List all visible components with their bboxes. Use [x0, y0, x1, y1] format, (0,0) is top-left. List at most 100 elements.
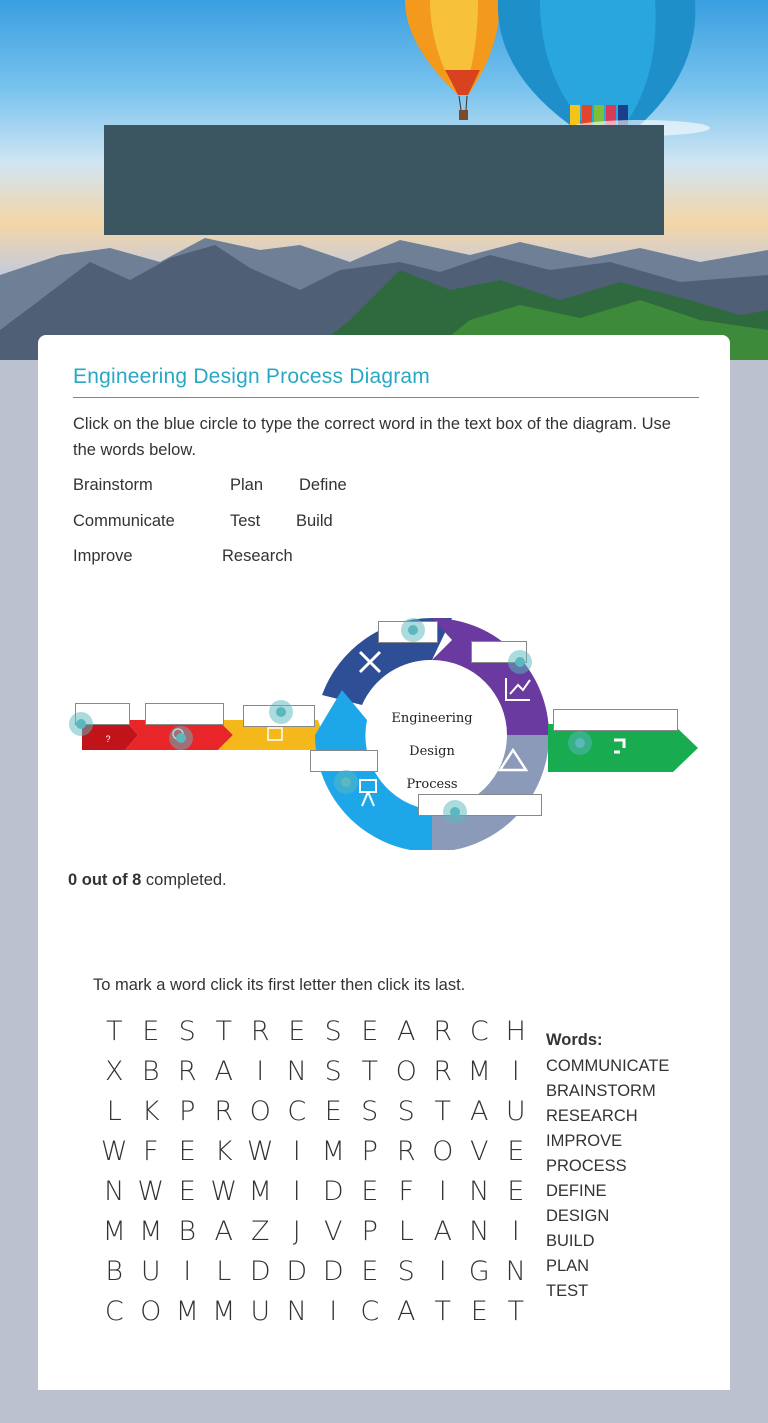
wordsearch-letter[interactable]: E: [178, 1175, 196, 1207]
wordsearch-letter[interactable]: I: [183, 1255, 192, 1287]
wordsearch-letter[interactable]: N: [104, 1175, 125, 1207]
wordsearch-letter[interactable]: Z: [251, 1215, 270, 1247]
wordsearch-letter[interactable]: W: [137, 1175, 165, 1207]
wordsearch-letter[interactable]: E: [288, 1015, 306, 1047]
wordsearch-letter[interactable]: R: [250, 1015, 270, 1047]
wordsearch-letter[interactable]: F: [398, 1175, 415, 1207]
wordsearch-letter[interactable]: N: [469, 1215, 490, 1247]
wordsearch-letter[interactable]: X: [105, 1055, 124, 1087]
wordsearch-letter[interactable]: G: [468, 1255, 490, 1287]
wordsearch-letter[interactable]: R: [177, 1055, 197, 1087]
diagram-answer-field[interactable]: [310, 750, 378, 772]
wordsearch-letter[interactable]: M: [248, 1175, 272, 1207]
wordsearch-letter[interactable]: I: [438, 1255, 447, 1287]
wordsearch-letter[interactable]: R: [396, 1135, 416, 1167]
wordsearch-letter[interactable]: A: [433, 1215, 452, 1247]
wordsearch-letter[interactable]: W: [100, 1135, 128, 1167]
wordsearch-letter[interactable]: S: [178, 1015, 196, 1047]
wordsearch-letter[interactable]: E: [507, 1135, 525, 1167]
wordsearch-letter[interactable]: S: [324, 1015, 342, 1047]
wordsearch-letter[interactable]: V: [324, 1215, 343, 1247]
wordsearch-letter[interactable]: E: [324, 1095, 342, 1127]
wordsearch-letter[interactable]: U: [140, 1255, 161, 1287]
wordsearch-letter[interactable]: A: [397, 1015, 416, 1047]
wordsearch-letter[interactable]: S: [397, 1095, 415, 1127]
wordsearch-letter[interactable]: E: [361, 1255, 379, 1287]
wordsearch-letter[interactable]: M: [102, 1215, 126, 1247]
blue-circle-hotspot[interactable]: [334, 770, 358, 794]
wordsearch-letter[interactable]: T: [434, 1295, 452, 1327]
blue-circle-hotspot[interactable]: [508, 650, 532, 674]
wordsearch-letter[interactable]: W: [246, 1135, 274, 1167]
wordsearch-letter[interactable]: I: [438, 1175, 447, 1207]
blue-circle-hotspot[interactable]: [169, 726, 193, 750]
wordsearch-letter[interactable]: E: [361, 1175, 379, 1207]
wordsearch-letter[interactable]: I: [329, 1295, 338, 1327]
wordsearch-letter[interactable]: I: [256, 1055, 265, 1087]
wordsearch-letter[interactable]: I: [511, 1055, 520, 1087]
wordsearch-letter[interactable]: B: [178, 1215, 197, 1247]
wordsearch-letter[interactable]: D: [286, 1255, 308, 1287]
wordsearch-letter[interactable]: E: [142, 1015, 160, 1047]
wordsearch-letter[interactable]: U: [250, 1295, 271, 1327]
wordsearch-letter[interactable]: U: [505, 1095, 526, 1127]
wordsearch-letter[interactable]: R: [433, 1055, 453, 1087]
wordsearch-letter[interactable]: K: [141, 1095, 160, 1127]
wordsearch-letter[interactable]: J: [292, 1215, 301, 1247]
wordsearch-letter[interactable]: P: [361, 1215, 378, 1247]
blue-circle-hotspot[interactable]: [443, 800, 467, 824]
wordsearch-letter[interactable]: M: [175, 1295, 199, 1327]
wordsearch-letter[interactable]: E: [178, 1135, 196, 1167]
wordsearch-letter[interactable]: D: [249, 1255, 271, 1287]
wordsearch-letter[interactable]: K: [214, 1135, 233, 1167]
wordsearch-letter[interactable]: O: [140, 1295, 162, 1327]
wordsearch-letter[interactable]: A: [214, 1055, 233, 1087]
wordsearch-letter[interactable]: O: [249, 1095, 271, 1127]
blue-circle-hotspot[interactable]: [401, 618, 425, 642]
wordsearch-letter[interactable]: S: [324, 1055, 342, 1087]
wordsearch-letter[interactable]: O: [395, 1055, 417, 1087]
wordsearch-letter[interactable]: I: [292, 1135, 301, 1167]
wordsearch-letter[interactable]: I: [292, 1175, 301, 1207]
wordsearch-letter[interactable]: M: [321, 1135, 345, 1167]
blue-circle-hotspot[interactable]: [69, 712, 93, 736]
wordsearch-letter[interactable]: L: [106, 1095, 122, 1127]
wordsearch-letter[interactable]: A: [214, 1215, 233, 1247]
wordsearch-letter[interactable]: D: [322, 1175, 344, 1207]
wordsearch-letter[interactable]: S: [361, 1095, 379, 1127]
wordsearch-letter[interactable]: M: [139, 1215, 163, 1247]
blue-circle-hotspot[interactable]: [568, 731, 592, 755]
wordsearch-letter[interactable]: L: [398, 1215, 414, 1247]
wordsearch-letter[interactable]: H: [505, 1015, 526, 1047]
wordsearch-letter[interactable]: C: [287, 1095, 307, 1127]
wordsearch-letter[interactable]: M: [212, 1295, 236, 1327]
blue-circle-hotspot[interactable]: [269, 700, 293, 724]
wordsearch-letter[interactable]: T: [507, 1295, 525, 1327]
wordsearch-letter[interactable]: S: [397, 1255, 415, 1287]
wordsearch-letter[interactable]: T: [434, 1095, 452, 1127]
diagram-answer-field[interactable]: [553, 709, 678, 731]
wordsearch-letter[interactable]: F: [142, 1135, 159, 1167]
wordsearch-letter[interactable]: T: [215, 1015, 233, 1047]
wordsearch-letter[interactable]: D: [322, 1255, 344, 1287]
wordsearch-letter[interactable]: T: [361, 1055, 379, 1087]
wordsearch-letter[interactable]: A: [470, 1095, 489, 1127]
wordsearch-letter[interactable]: P: [179, 1095, 196, 1127]
wordsearch-letter[interactable]: T: [106, 1015, 123, 1047]
wordsearch-letter[interactable]: N: [286, 1055, 307, 1087]
wordsearch-letter[interactable]: L: [216, 1255, 232, 1287]
wordsearch-letter[interactable]: N: [469, 1175, 490, 1207]
wordsearch-letter[interactable]: R: [433, 1015, 453, 1047]
wordsearch-letter[interactable]: C: [104, 1295, 124, 1327]
wordsearch-letter[interactable]: E: [507, 1175, 525, 1207]
wordsearch-letter[interactable]: O: [432, 1135, 454, 1167]
wordsearch-letter[interactable]: R: [214, 1095, 234, 1127]
wordsearch-letter[interactable]: W: [210, 1175, 238, 1207]
wordsearch-letter[interactable]: C: [360, 1295, 380, 1327]
wordsearch-letter[interactable]: P: [361, 1135, 378, 1167]
wordsearch-letter[interactable]: N: [505, 1255, 526, 1287]
wordsearch-letter[interactable]: N: [286, 1295, 307, 1327]
wordsearch-letter[interactable]: V: [470, 1135, 489, 1167]
wordsearch-letter[interactable]: A: [397, 1295, 416, 1327]
wordsearch-letter[interactable]: E: [361, 1015, 379, 1047]
